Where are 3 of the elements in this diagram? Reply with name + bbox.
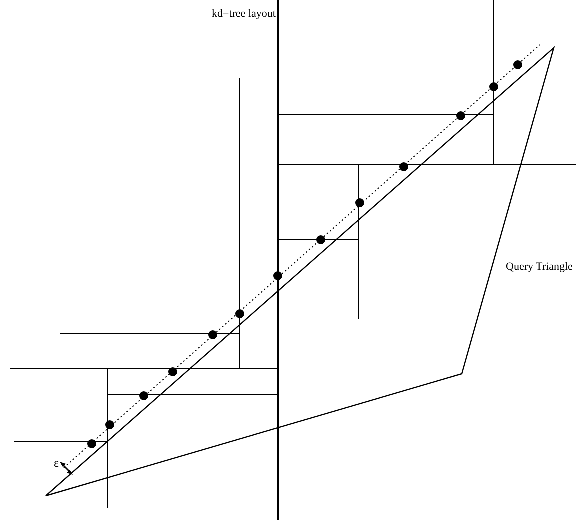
epsilon-label: ε xyxy=(54,457,60,469)
diagram-label: kd−tree layout xyxy=(212,9,276,20)
diagram-label: Query Triangle xyxy=(506,262,573,273)
